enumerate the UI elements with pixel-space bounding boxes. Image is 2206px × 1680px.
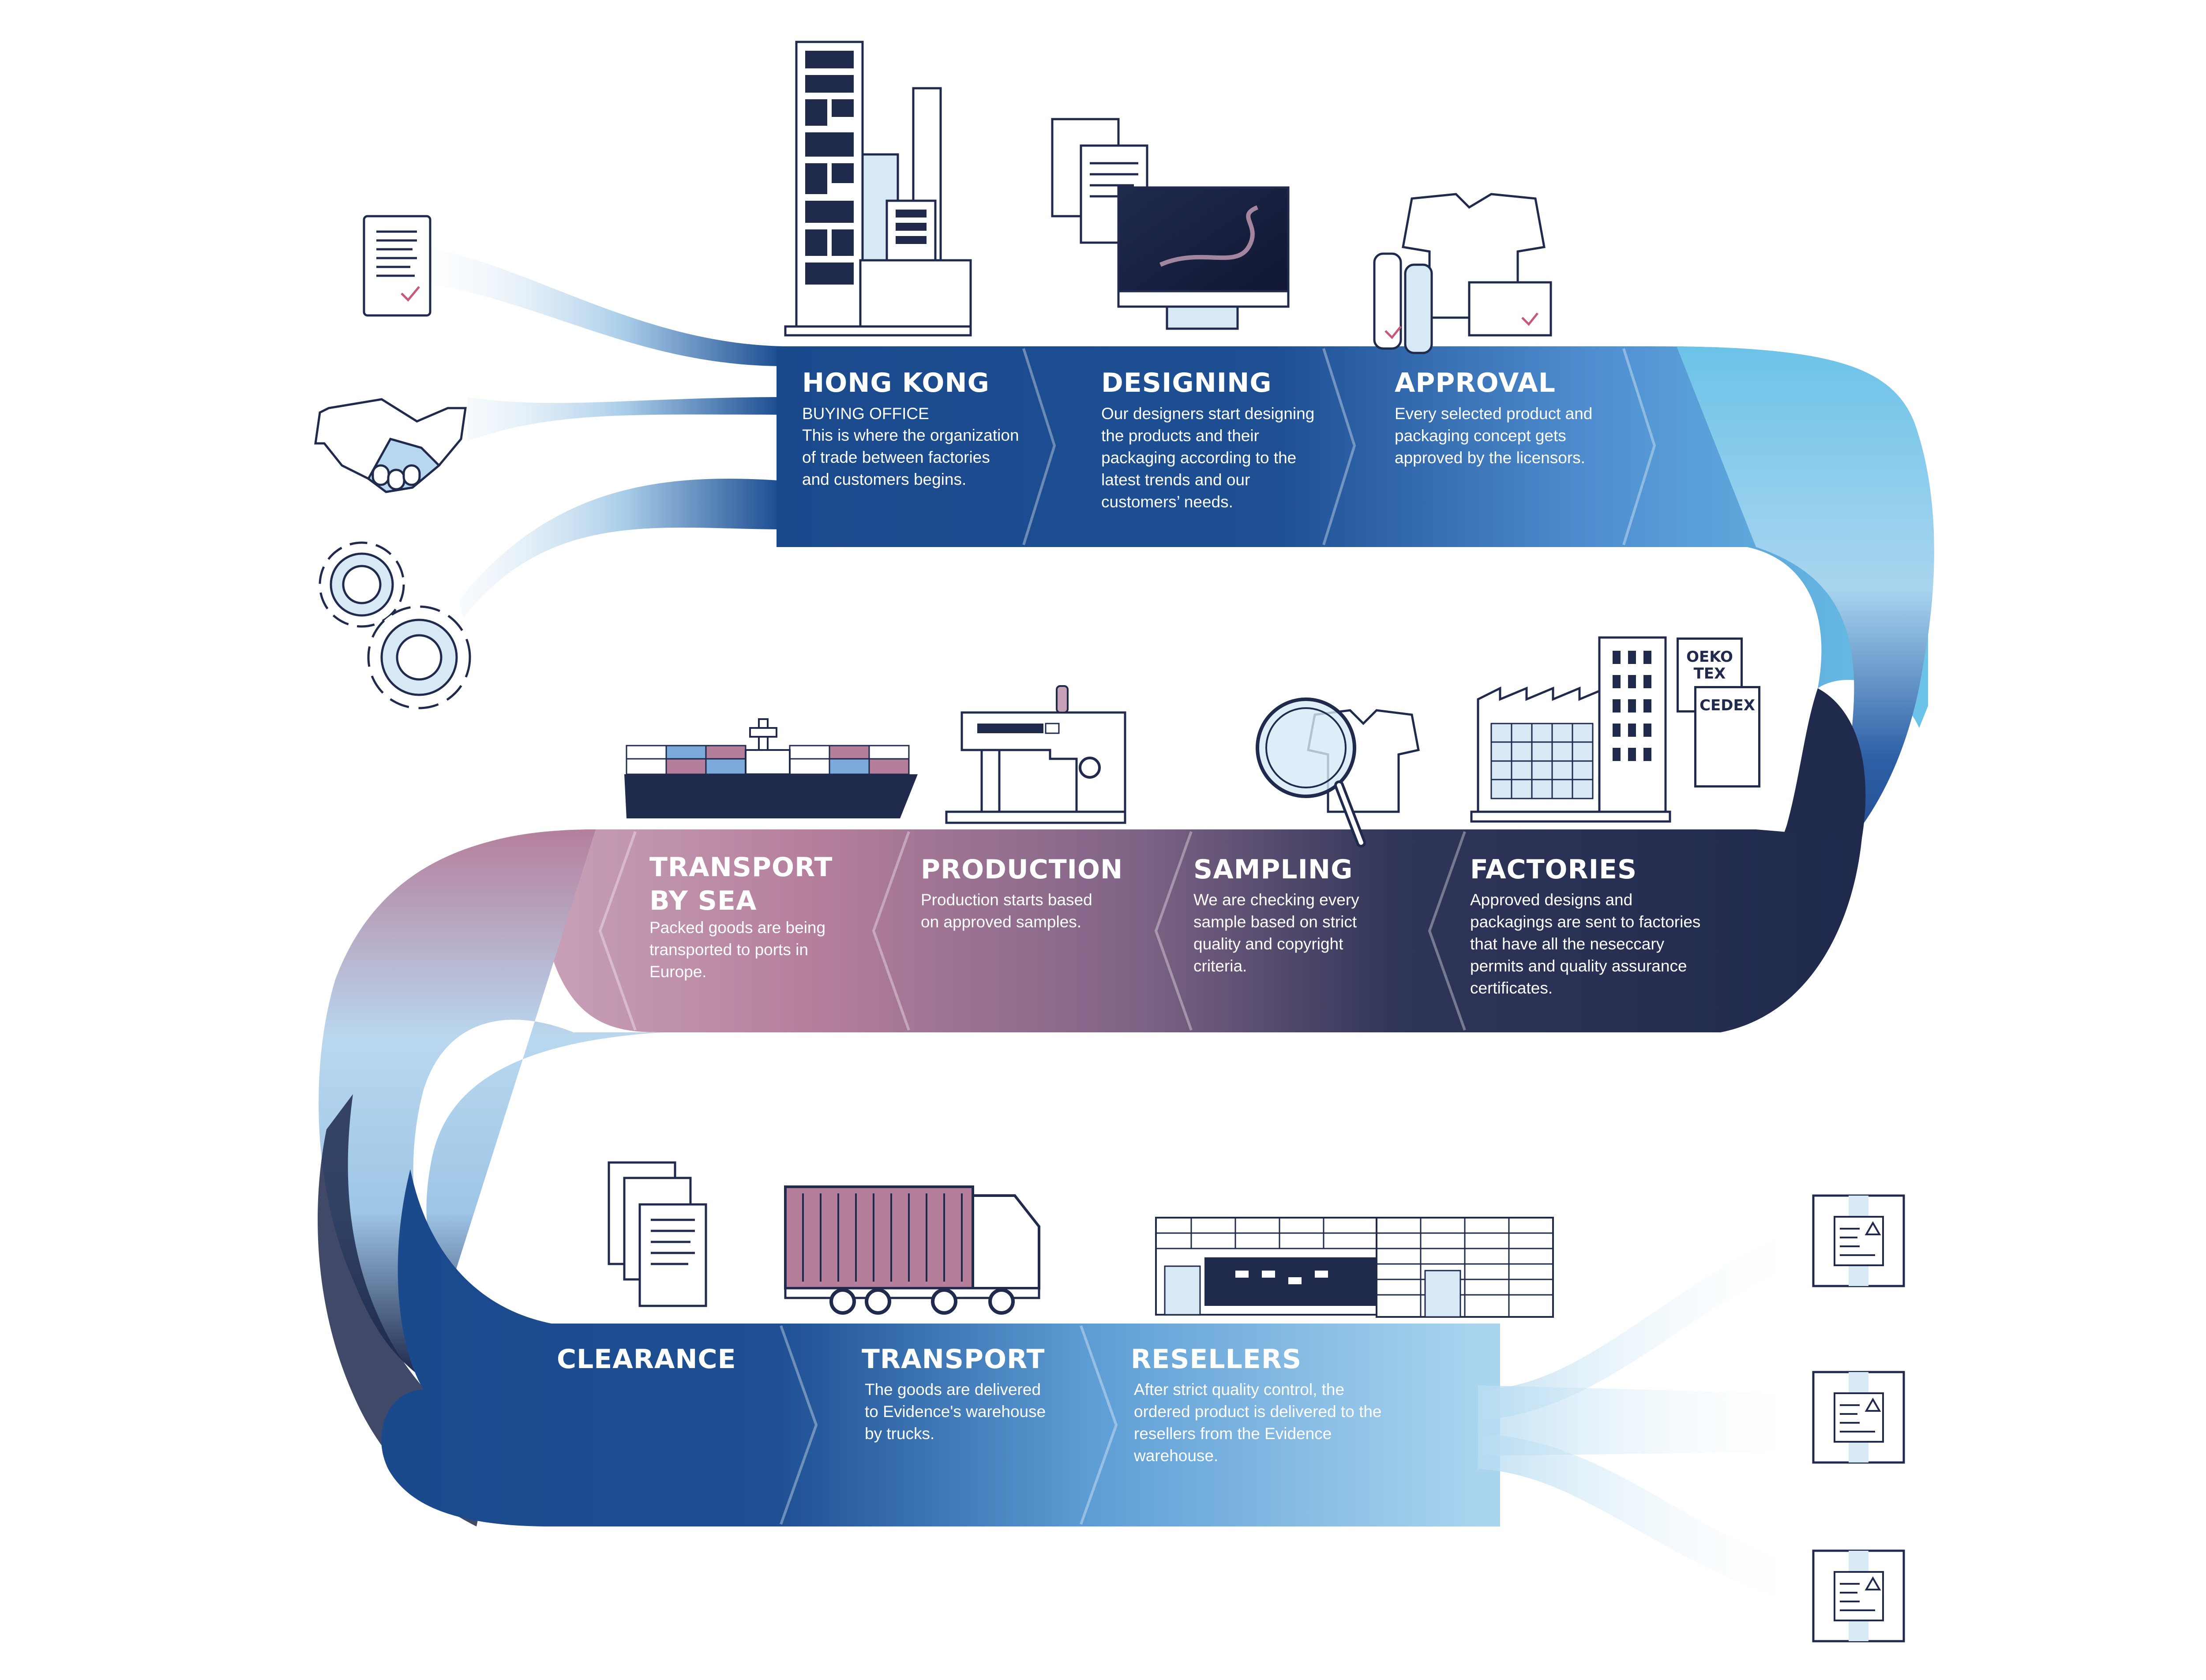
desc-line: Packed goods are being <box>649 919 826 937</box>
desc-line: packaging according to the <box>1101 449 1297 467</box>
desc-line: resellers from the Evidence <box>1134 1425 1332 1443</box>
contract-document-icon <box>363 215 431 317</box>
title-line: BY SEA <box>649 885 757 916</box>
ribbon-middle-row <box>349 829 1862 1032</box>
gears-icon <box>319 541 471 709</box>
desc-line: on approved samples. <box>921 913 1082 931</box>
desc-line: The goods are delivered <box>865 1380 1041 1399</box>
certificate-line: OEKO <box>1686 648 1733 666</box>
certificate-line: CEDEX <box>1700 697 1755 714</box>
desc-line: the products and their <box>1101 427 1259 445</box>
desc-line: sample based on strict <box>1193 913 1357 931</box>
step-title: TRANSPORT <box>862 1344 1045 1375</box>
package-label-icon <box>1812 1371 1905 1464</box>
desc-line: permits and quality assurance <box>1470 957 1687 975</box>
approved-clothing-icon <box>1373 193 1552 354</box>
package-label-icon <box>1812 1549 1905 1642</box>
desc-line: This is where the organization <box>802 426 1019 444</box>
desc-line: of trade between factories <box>802 448 990 466</box>
step-title: RESELLERS <box>1131 1344 1302 1375</box>
step-title: TRANSPORT BY SEA <box>649 851 833 918</box>
step-description: We are checking every sample based on st… <box>1193 889 1359 977</box>
step-title: HONG KONG <box>802 368 990 398</box>
computer-design-icon <box>1051 118 1290 330</box>
desc-line: Approved designs and <box>1470 891 1633 909</box>
step-title: FACTORIES <box>1470 854 1637 885</box>
certificate-line: TEX <box>1693 665 1726 682</box>
factory-icon <box>1470 636 1671 823</box>
step-description: Every selected product and packaging con… <box>1395 403 1592 469</box>
handshake-icon <box>314 398 467 493</box>
desc-line: latest trends and our <box>1101 471 1250 489</box>
skyscrapers-icon <box>784 41 972 337</box>
desc-line: to Evidence's warehouse <box>865 1402 1046 1421</box>
desc-line: Production starts based <box>921 891 1092 909</box>
desc-line: and customers begins. <box>802 470 967 488</box>
chevron-dividers <box>598 348 1656 1525</box>
desc-line: After strict quality control, the <box>1134 1380 1345 1399</box>
step-subtitle: BUYING OFFICE <box>802 405 929 423</box>
package-label-icon <box>1812 1194 1905 1287</box>
desc-line: approved by the licensors. <box>1395 449 1585 467</box>
desc-line: that have all the neseccary <box>1470 935 1665 953</box>
desc-line: ordered product is delivered to the <box>1134 1402 1382 1421</box>
step-description: After strict quality control, the ordere… <box>1134 1379 1382 1467</box>
desc-line: certificates. <box>1470 979 1553 997</box>
desc-line: customers’ needs. <box>1101 493 1233 511</box>
step-description: This is where the organization of trade … <box>802 424 1019 491</box>
desc-line: packaging concept gets <box>1395 427 1566 445</box>
desc-line: We are checking every <box>1193 891 1359 909</box>
step-description: Packed goods are being transported to po… <box>649 917 825 983</box>
certificate-cedex: CEDEX <box>1694 686 1760 788</box>
step-description: Approved designs and packagings are sent… <box>1470 889 1700 999</box>
desc-line: packagings are sent to factories <box>1470 913 1701 931</box>
step-title: DESIGNING <box>1101 368 1272 398</box>
ribbon-top-row <box>777 346 1929 728</box>
step-description: Production starts based on approved samp… <box>921 889 1092 933</box>
desc-line: transported to ports in <box>649 941 808 959</box>
output-streams <box>1478 1222 1818 1606</box>
container-ship-icon <box>624 718 918 818</box>
step-title: PRODUCTION <box>921 854 1123 885</box>
documents-stack-icon <box>608 1161 707 1307</box>
desc-line: warehouse. <box>1134 1447 1219 1465</box>
desc-line: Every selected product and <box>1395 405 1593 423</box>
desc-line: quality and copyright <box>1193 935 1343 953</box>
desc-line: Europe. <box>649 963 707 981</box>
step-title: CLEARANCE <box>557 1344 736 1375</box>
desc-line: by trucks. <box>865 1425 935 1443</box>
truck-icon <box>784 1185 1040 1315</box>
desc-line: Our designers start designing <box>1101 405 1315 423</box>
step-title: SAMPLING <box>1193 854 1353 885</box>
title-line: TRANSPORT <box>649 852 833 883</box>
input-streams <box>424 247 785 618</box>
step-title: APPROVAL <box>1395 368 1556 398</box>
warehouse-icon <box>1155 1217 1554 1318</box>
sewing-machine-icon <box>945 685 1126 824</box>
desc-line: criteria. <box>1193 957 1247 975</box>
magnifier-shirt-icon <box>1256 698 1420 848</box>
step-description: Our designers start designing the produc… <box>1101 403 1314 513</box>
step-description: The goods are delivered to Evidence's wa… <box>865 1379 1046 1445</box>
ribbon-bottom-row <box>381 1169 1500 1526</box>
